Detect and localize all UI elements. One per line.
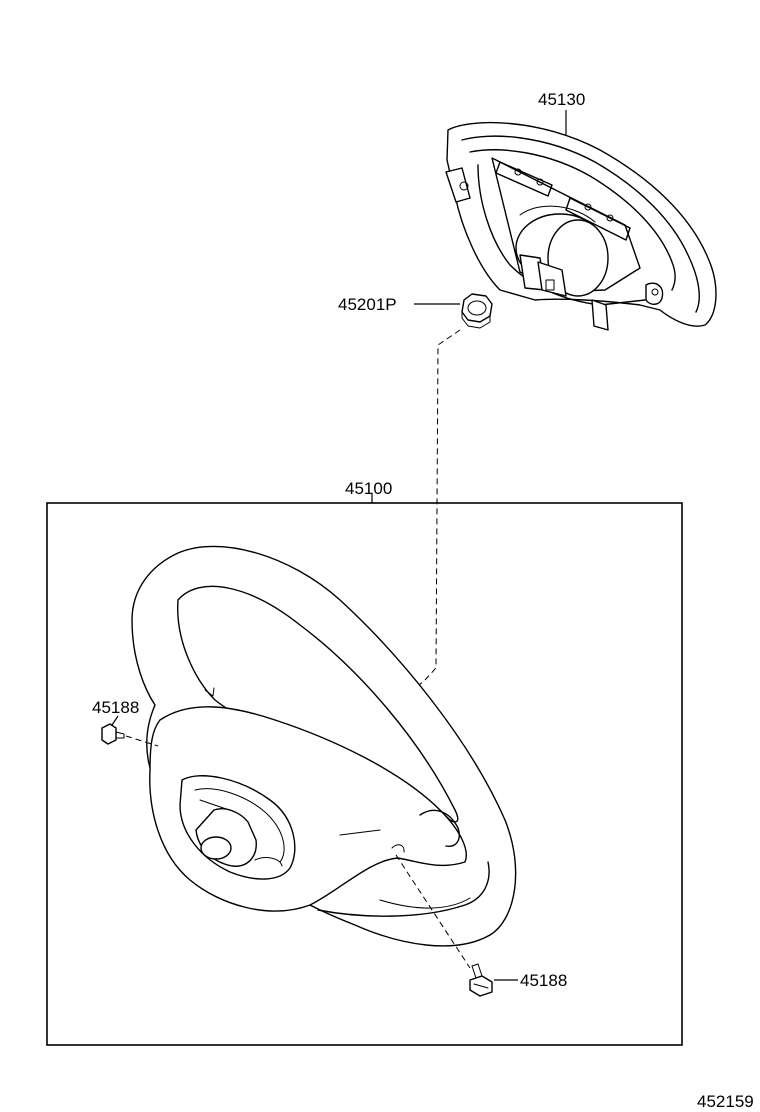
part-number-45188-left: 45188 [92,698,139,717]
left-screw-axis [125,735,159,747]
figure-number: 452159 [697,1092,754,1111]
part-number-45100: 45100 [345,479,392,498]
bottom-screw-drawing [469,963,493,997]
steering-wheel-drawing [131,545,517,947]
part-number-45201P: 45201P [338,295,397,314]
assembly-boundary-box [46,502,683,1046]
bottom-screw-axis [395,854,471,969]
part-number-45188-bottom: 45188 [520,971,567,990]
nut-drawing [461,293,493,329]
horn-pad-drawing [445,121,717,331]
left-screw-drawing [101,723,125,745]
left-screw-leader [111,715,119,726]
part-number-45130: 45130 [538,90,585,109]
